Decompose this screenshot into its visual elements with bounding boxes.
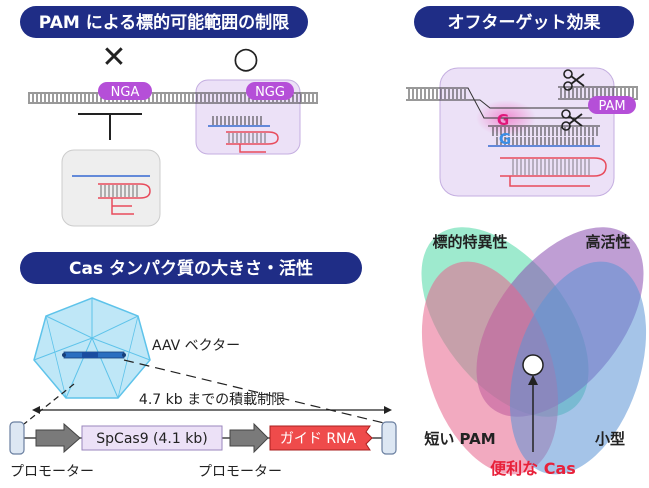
- itr-right: [381, 421, 397, 455]
- guide-rna-gene-box: [269, 425, 373, 451]
- promoter-arrow-left: [35, 422, 81, 454]
- venn-label-activity: 高活性: [585, 233, 630, 251]
- mismatch-top-base: G: [497, 111, 509, 129]
- guide-rna-offtarget: [500, 157, 607, 187]
- promoter-label-right: プロモーター: [198, 464, 282, 480]
- offtarget-pam-label: PAM: [598, 99, 625, 114]
- dna-top-strand: [406, 86, 638, 119]
- promoter-label-left: プロモーター: [10, 464, 94, 480]
- promoter-arrow-right: [229, 422, 269, 454]
- offtarget-panel-title-bar: [414, 6, 634, 38]
- aav-zoom-line-right: [123, 359, 389, 425]
- aav-zoom-line-left: [23, 383, 75, 425]
- offtarget-panel: オフターゲット効果 PAM G G: [406, 6, 638, 197]
- aav-capsid-icon: [33, 297, 151, 399]
- size-panel-title-bar: [20, 252, 362, 284]
- ideal-cas-arrowhead: [528, 375, 538, 385]
- aav-vector-label: AAV ベクター: [152, 338, 240, 354]
- guide-rna-label: ガイド RNA: [280, 431, 357, 447]
- pam-pill-ngg: [246, 82, 294, 100]
- venn-panel: 標的特異性 高活性 短い PAM 小型 便利な Cas: [421, 227, 647, 478]
- pam-pill-offtarget: [588, 96, 636, 114]
- circle-mark-icon: ○: [233, 41, 259, 76]
- size-panel: Cas タンパク質の大きさ・活性 AAV ベクター 4.7 kb までの積載制限: [9, 252, 397, 480]
- capacity-label: 4.7 kb までの積載制限: [139, 392, 285, 408]
- pam-ngg-label: NGG: [255, 85, 285, 100]
- scissors-icon: [563, 69, 585, 91]
- cross-mark-icon: ✕: [101, 40, 126, 75]
- inhibition-mark: [78, 113, 142, 140]
- venn-small: [509, 261, 647, 475]
- pam-pill-nga: [98, 82, 152, 100]
- spcas9-label: SpCas9 (4.1 kb): [96, 431, 207, 447]
- guide-rna-unbound: [72, 175, 151, 215]
- scissors-icon: [561, 109, 583, 131]
- size-panel-title: Cas タンパク質の大きさ・活性: [69, 258, 313, 279]
- spcas9-gene-box: [81, 425, 223, 451]
- pam-panel: PAM による標的可能範囲の制限 ✕ ○ NGA NGG: [20, 6, 318, 227]
- venn-label-short-pam: 短い PAM: [424, 430, 495, 448]
- itr-left: [9, 421, 25, 455]
- guide-rna-bound: [208, 116, 279, 153]
- ideal-cas-label: 便利な Cas: [490, 459, 576, 478]
- pam-panel-title-bar: [20, 6, 308, 38]
- venn-label-small: 小型: [595, 430, 625, 448]
- ideal-cas-marker: [522, 354, 544, 376]
- venn-label-specificity: 標的特異性: [432, 233, 507, 251]
- capacity-arrow: [32, 406, 392, 414]
- mismatch-bottom-base: G: [499, 130, 511, 148]
- pam-panel-title: PAM による標的可能範囲の制限: [39, 12, 289, 33]
- offtarget-panel-title: オフターゲット効果: [448, 12, 601, 33]
- pam-nga-label: NGA: [111, 85, 140, 100]
